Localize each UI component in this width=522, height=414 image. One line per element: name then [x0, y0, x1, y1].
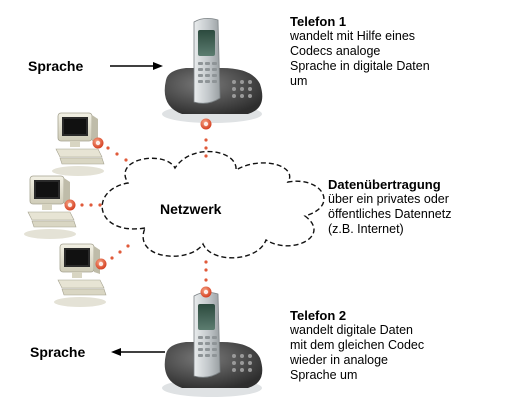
- telefon1-line: Sprache in digitale Daten: [290, 59, 430, 73]
- telefon1-title: Telefon 1: [290, 14, 347, 29]
- phone-icon: [161, 17, 263, 124]
- connector-icon: [200, 118, 212, 130]
- telefon2-description: Telefon 2 wandelt digitale Daten mit dem…: [290, 308, 424, 383]
- telefon2-line: wandelt digitale Daten: [290, 323, 413, 337]
- transfer-line: über ein privates oder: [328, 192, 449, 206]
- telefon2-line: wieder in analoge: [290, 353, 388, 367]
- telefon2-line: Sprache um: [290, 368, 358, 382]
- telefon1-description: Telefon 1 wandelt mit Hilfe eines Codecs…: [290, 14, 430, 89]
- connector-icon: [200, 286, 212, 298]
- computer-icon: [53, 243, 107, 308]
- cloud-label: Netzwerk: [160, 201, 222, 217]
- telefon2-title: Telefon 2: [290, 308, 347, 323]
- arrow-icon: [110, 62, 163, 70]
- label-sprache-output: Sprache: [30, 344, 86, 360]
- connection-dots: [80, 138, 208, 282]
- label-sprache-input: Sprache: [28, 58, 84, 74]
- cloud-icon: [101, 151, 325, 259]
- transfer-line: öffentliches Datennetz: [328, 207, 452, 221]
- connector-icon: [95, 258, 107, 270]
- connector-icon: [64, 199, 76, 211]
- transfer-title: Datenübertragung: [328, 177, 441, 192]
- connector-icon: [92, 137, 104, 149]
- telefon1-line: Codecs analoge: [290, 44, 381, 58]
- transfer-description: Datenübertragung über ein privates oder …: [328, 177, 451, 237]
- phone-icon: [161, 291, 263, 398]
- arrow-icon: [111, 348, 165, 356]
- telefon1-line: um: [290, 74, 308, 88]
- transfer-line: (z.B. Internet): [328, 222, 404, 236]
- telefon1-line: wandelt mit Hilfe eines: [290, 29, 416, 43]
- telefon2-line: mit dem gleichen Codec: [290, 338, 425, 352]
